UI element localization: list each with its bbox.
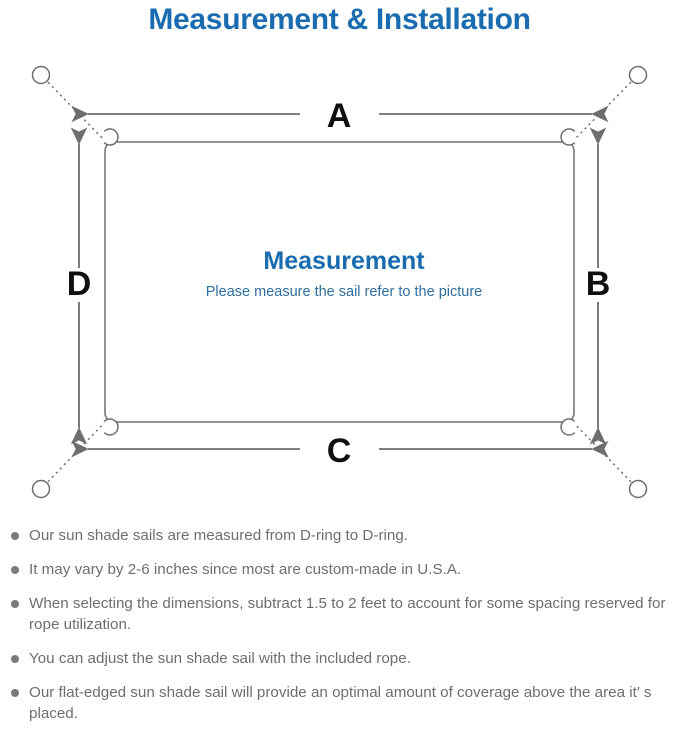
list-item: Our sun shade sails are measured from D-… bbox=[0, 525, 679, 546]
bullet-icon bbox=[11, 566, 19, 574]
bullet-icon bbox=[11, 532, 19, 540]
bullet-icon bbox=[11, 600, 19, 608]
diagram-center-subtitle: Please measure the sail refer to the pic… bbox=[206, 284, 482, 300]
anchor-top-left-icon bbox=[31, 65, 51, 85]
dimension-d-label: D bbox=[67, 265, 92, 303]
dimension-d: D bbox=[67, 127, 92, 445]
dimension-a-label: A bbox=[327, 97, 352, 135]
dimension-a: A bbox=[71, 97, 609, 135]
bullet-icon bbox=[11, 689, 19, 697]
list-item: When selecting the dimensions, subtract … bbox=[0, 593, 679, 635]
measurement-diagram: A C D B Measurement Please measure the s… bbox=[0, 48, 679, 518]
anchor-bottom-right-icon bbox=[628, 479, 648, 499]
bullet-icon bbox=[11, 655, 19, 663]
list-item: You can adjust the sun shade sail with t… bbox=[0, 648, 679, 669]
page-title: Measurement & Installation bbox=[148, 3, 531, 36]
d-rings bbox=[103, 128, 576, 436]
note-text: Our flat-edged sun shade sail will provi… bbox=[29, 684, 652, 722]
dimension-c: C bbox=[71, 432, 609, 470]
diagram-center-title: Measurement bbox=[263, 247, 425, 275]
note-text: When selecting the dimensions, subtract … bbox=[29, 595, 666, 633]
dimension-b-label: B bbox=[586, 265, 611, 303]
note-text: It may vary by 2-6 inches since most are… bbox=[29, 561, 462, 578]
rope-top-right bbox=[572, 77, 636, 142]
d-ring-bottom-right-icon bbox=[560, 418, 576, 436]
rope-top-left bbox=[43, 77, 106, 142]
anchor-bottom-left-icon bbox=[31, 479, 51, 499]
dimension-c-label: C bbox=[327, 432, 352, 470]
note-text: Our sun shade sails are measured from D-… bbox=[29, 527, 408, 544]
anchor-top-right-icon bbox=[628, 65, 648, 85]
list-item: It may vary by 2-6 inches since most are… bbox=[0, 559, 679, 580]
list-item: Our flat-edged sun shade sail will provi… bbox=[0, 682, 679, 724]
sail-shape bbox=[104, 141, 575, 423]
d-ring-top-right-icon bbox=[560, 128, 576, 146]
rope-bottom-left bbox=[43, 421, 106, 487]
note-text: You can adjust the sun shade sail with t… bbox=[29, 650, 411, 667]
dimension-b: B bbox=[586, 127, 611, 445]
d-ring-top-left-icon bbox=[103, 128, 119, 146]
anchor-rings bbox=[31, 65, 648, 499]
d-ring-bottom-left-icon bbox=[103, 418, 119, 436]
rope-bottom-right bbox=[572, 421, 636, 487]
notes-list: Our sun shade sails are measured from D-… bbox=[0, 525, 679, 737]
